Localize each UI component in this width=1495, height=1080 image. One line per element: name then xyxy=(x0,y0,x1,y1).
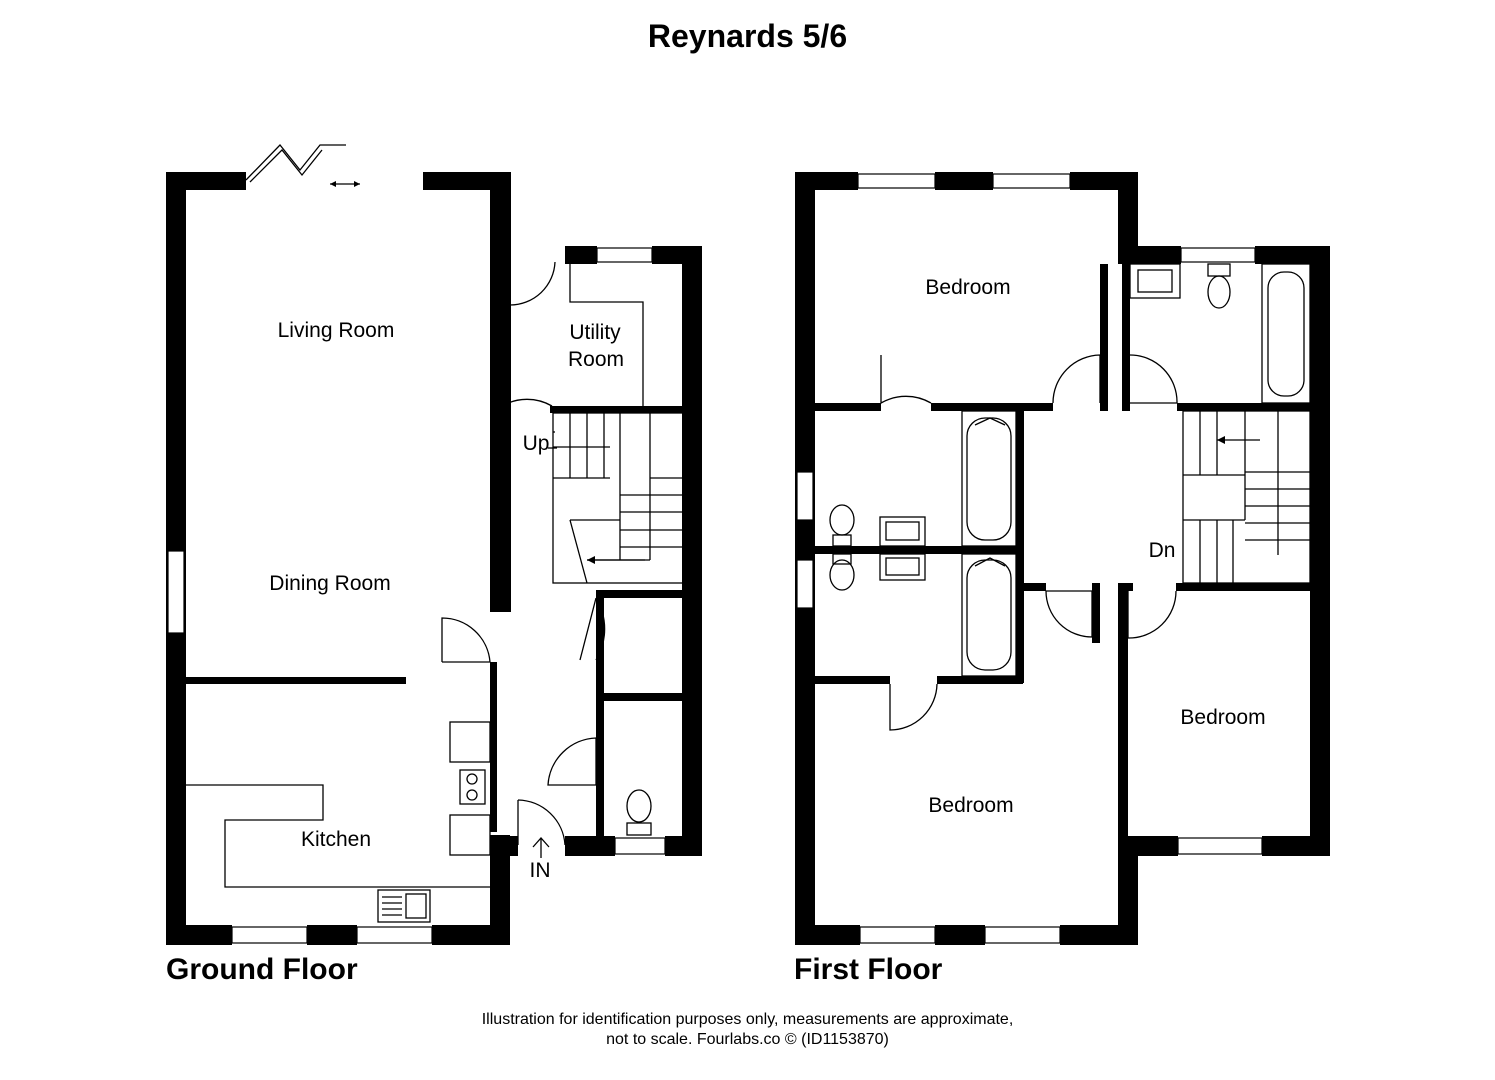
ground-floor-label: Ground Floor xyxy=(166,953,358,986)
label-utility-room-line1: Utility xyxy=(569,321,621,344)
first-floor-label: First Floor xyxy=(794,953,943,986)
label-kitchen: Kitchen xyxy=(301,828,371,851)
ground-floor-plan xyxy=(166,144,702,945)
first-floor-plan xyxy=(795,172,1330,945)
label-down: Dn xyxy=(1149,539,1176,562)
label-bedroom-front: Bedroom xyxy=(925,276,1010,299)
disclaimer-line-1: Illustration for identification purposes… xyxy=(481,1011,1014,1028)
label-entrance: IN xyxy=(530,859,551,882)
label-bedroom-rear: Bedroom xyxy=(928,794,1013,817)
label-bedroom-right: Bedroom xyxy=(1180,706,1265,729)
label-up: Up xyxy=(523,432,550,455)
first-floor-staircase xyxy=(1182,410,1311,584)
ground-staircase xyxy=(548,412,684,584)
label-dining-room: Dining Room xyxy=(269,572,390,595)
plan-title: Reynards 5/6 xyxy=(647,18,848,54)
label-living-room: Living Room xyxy=(278,319,395,342)
label-utility-room-line2: Room xyxy=(568,348,624,371)
disclaimer-line-2: not to scale. Fourlabs.co © (ID1153870) xyxy=(606,1031,889,1048)
